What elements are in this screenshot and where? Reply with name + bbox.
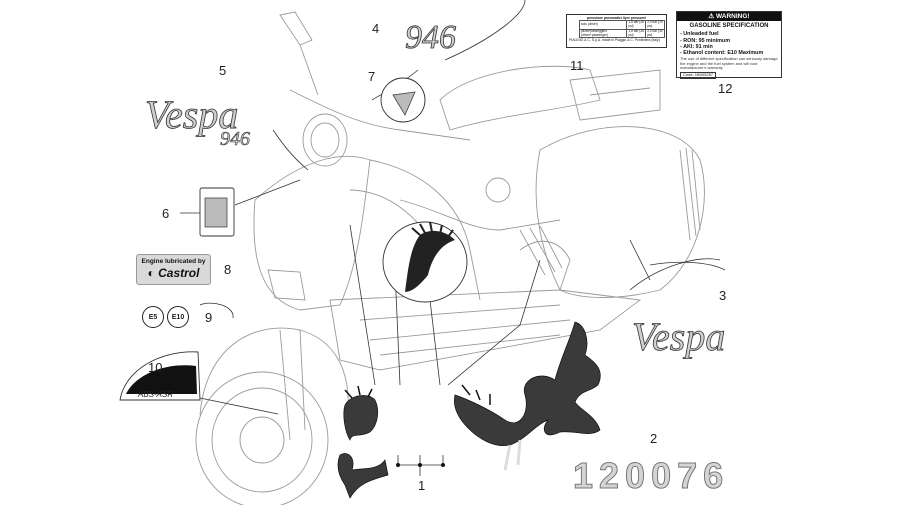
castrol-brand: ◐ Castrol xyxy=(137,266,210,280)
callout-4: 4 xyxy=(372,21,379,36)
warning-line: - Ethanol content: E10 Maximum xyxy=(680,49,764,56)
warning-header: ⚠ WARNING! xyxy=(677,12,781,22)
abs-asr-label: ABS-ASR xyxy=(119,351,201,401)
vespa-946-logo: Vespa 946 xyxy=(145,92,251,151)
mirror xyxy=(279,11,313,46)
dragon-decal-right xyxy=(454,321,601,471)
callout-2: 2 xyxy=(650,431,657,446)
castrol-brand-text: Castrol xyxy=(158,266,200,280)
callout-1: 1 xyxy=(418,478,425,493)
plate-number: 120076 xyxy=(573,455,729,496)
tyre-table: solo (driver) 1,8 bar (26 psi) 2,0 bar (… xyxy=(578,20,665,39)
front-fender xyxy=(199,327,349,416)
castrol-top-text: Engine lubricated by xyxy=(141,258,206,265)
warning-title: GASOLINE SPECIFICATION xyxy=(689,23,769,30)
front-wheel xyxy=(195,371,329,505)
leader-dots xyxy=(396,463,445,467)
e10-tag: E10 xyxy=(167,306,189,328)
callout-7: 7 xyxy=(368,69,375,84)
warning-line: - AKI: 91 min xyxy=(680,43,713,50)
castrol-label: Engine lubricated by ◐ Castrol xyxy=(136,254,211,285)
rear-rack xyxy=(569,69,661,121)
scooter-outline xyxy=(195,11,705,505)
callout-6: 6 xyxy=(162,206,169,221)
callout-9: 9 xyxy=(205,310,212,325)
tyre-title: pressione pneumatici /tyre pressure/ xyxy=(586,16,647,20)
floorboard xyxy=(329,289,642,371)
dragon-decal-left xyxy=(337,385,389,499)
tyre-cell: pilota+passeggero (driver+passenger) xyxy=(578,28,628,39)
rear-body xyxy=(535,126,705,298)
tyre-pressure-label: pressione pneumatici /tyre pressure/ sol… xyxy=(566,14,667,48)
badge-7 xyxy=(380,77,426,123)
leader-4-arc xyxy=(444,0,526,61)
callout-10: 10 xyxy=(148,360,162,375)
warning-code: Code: 1B009257 xyxy=(680,71,717,79)
946-logo: 946 xyxy=(405,19,456,56)
tyre-cell: 1,8 bar (26 psi) xyxy=(626,20,647,30)
leg-shield xyxy=(253,155,371,311)
tyre-footer: PIAGGIO & C. S.p.A. made in Piaggio & C.… xyxy=(569,38,660,43)
wing-badge xyxy=(382,221,468,303)
callout-8: 8 xyxy=(224,262,231,277)
table-row: pilota+passeggero (driver+passenger) 1,8… xyxy=(578,28,665,39)
tyre-cell: 2,0 bar (29 psi) xyxy=(645,20,665,30)
handlebar xyxy=(289,89,471,141)
callout-5: 5 xyxy=(219,63,226,78)
abs-asr-text: ABS-ASR xyxy=(137,390,173,399)
callout-11: 11 xyxy=(570,58,584,73)
tyre-cell: 1,8 bar (26 psi) xyxy=(626,28,647,39)
gasoline-warning-label: ⚠ WARNING! GASOLINE SPECIFICATION - Unle… xyxy=(676,11,782,79)
headlight xyxy=(302,113,348,167)
callout-12: 12 xyxy=(718,81,732,96)
warning-line: - Unleaded fuel xyxy=(680,31,719,38)
946-script-small: 946 xyxy=(220,128,250,150)
vespa-logo: Vespa xyxy=(632,314,725,359)
seat xyxy=(439,65,601,131)
e5-tag: E5 xyxy=(142,306,164,328)
warning-header-text: WARNING! xyxy=(716,13,750,20)
warning-fine-print: The use of different specification can s… xyxy=(680,56,778,71)
vespa-script: Vespa xyxy=(145,92,238,137)
warning-line: - RON: 95 minimum xyxy=(680,37,731,44)
table-row: solo (driver) 1,8 bar (26 psi) 2,0 bar (… xyxy=(578,20,665,30)
callout-3: 3 xyxy=(719,288,726,303)
tyre-cell: solo (driver) xyxy=(578,20,628,30)
tyre-cell: 2,2 bar (32 psi) xyxy=(645,28,665,39)
castrol-logo-icon: ◐ xyxy=(147,266,155,280)
sticker-6 xyxy=(199,187,235,237)
